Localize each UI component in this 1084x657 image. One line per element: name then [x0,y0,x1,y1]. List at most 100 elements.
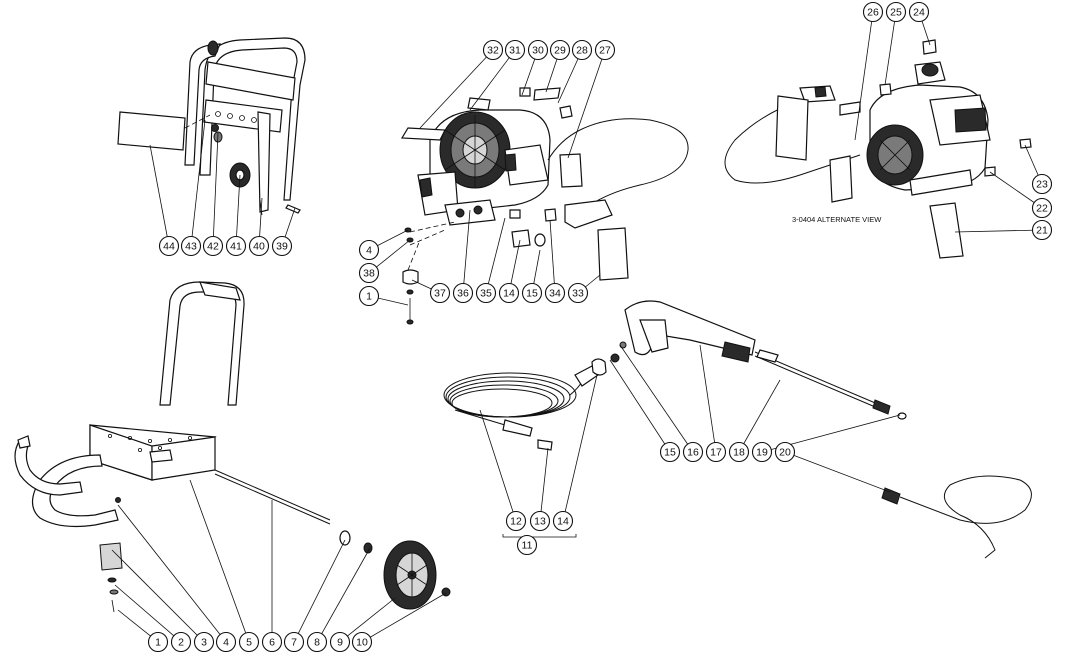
leader-line-12 [479,409,517,522]
leader-line-21 [954,229,1043,233]
callout-number: 20 [779,447,791,459]
callout-44: 44 [158,235,180,257]
callout-circle [552,510,574,532]
callout-circle [452,282,474,304]
callout-number: 43 [185,241,197,253]
callout-40: 40 [248,235,270,257]
callout-10: 10 [351,631,373,653]
leader-line-7 [293,539,346,643]
callout-32: 32 [482,39,504,61]
callout-38: 38 [358,262,380,284]
leader-line-8 [316,547,371,643]
callout-number: 15 [664,447,676,459]
callout-25: 25 [885,1,907,23]
leader-line-26 [854,11,874,141]
leader-line-44 [149,144,170,247]
leader-line-14 [562,374,598,522]
callout-18: 18 [728,441,750,463]
callout-circle [908,1,930,23]
alternate-view-label: 3-0404 ALTERNATE VIEW [792,215,882,224]
callout-number: 14 [503,288,515,300]
callout-41: 41 [225,235,247,257]
pump-motor-assembly [400,87,689,325]
alternate-view-assembly: 3-0404 ALTERNATE VIEW [724,39,1032,259]
callout-15: 15 [659,441,681,463]
callout-3: 3 [193,631,215,653]
callout-31: 31 [504,39,526,61]
callout-5: 5 [238,631,260,653]
callout-circle [482,39,504,61]
callout-37: 37 [429,282,451,304]
callout-26: 26 [862,1,884,23]
callout-number: 8 [314,637,320,649]
callout-number: 26 [867,7,879,19]
callout-20: 20 [774,441,796,463]
callout-2: 2 [170,631,192,653]
callout-circle [682,441,704,463]
callout-1: 1 [358,285,380,307]
callout-9: 9 [329,631,351,653]
leader-line-35 [485,217,506,294]
leader-line-10 [361,592,447,643]
callout-23: 23 [1031,173,1053,195]
callout-circle [549,39,571,61]
callout-circle [1031,219,1053,241]
callout-circle [516,534,538,556]
leader-line-36 [462,209,471,294]
callout-circle [504,39,526,61]
callout-19: 19 [751,441,773,463]
callout-circle [158,235,180,257]
hose-assembly [443,341,627,451]
callout-1: 1 [147,631,169,653]
callout-number: 15 [526,288,538,300]
callout-circle [358,262,380,284]
callout-30: 30 [527,39,549,61]
callout-circle [521,282,543,304]
callout-14: 14 [552,510,574,532]
leader-line-31 [469,49,516,111]
callout-circle [862,1,884,23]
callout-number: 3 [201,637,207,649]
callout-number: 9 [337,637,343,649]
callout-39: 39 [271,235,293,257]
callout-15: 15 [521,282,543,304]
callout-circle [567,282,589,304]
frame-assembly [14,281,451,613]
callout-43: 43 [180,235,202,257]
callout-number: 44 [163,241,175,253]
callout-number: 5 [246,637,252,649]
callout-number: 21 [1036,225,1048,237]
callout-number: 37 [434,288,446,300]
callout-number: 12 [510,516,522,528]
callout-number: 36 [457,288,469,300]
leader-line-9 [339,597,396,643]
callout-number: 25 [890,7,902,19]
callout-circle [475,282,497,304]
callout-4: 4 [215,631,237,653]
callout-number: 4 [223,637,229,649]
callout-34: 34 [544,282,566,304]
handle-assembly [117,37,306,216]
leader-line-5 [189,479,250,643]
callout-35: 35 [475,282,497,304]
callout-4: 4 [358,239,380,261]
callout-13: 13 [529,510,551,532]
callout-number: 11 [522,540,533,552]
callout-number: 7 [291,637,297,649]
leader-line-41 [235,174,241,247]
callout-number: 13 [534,516,546,528]
callout-number: 2 [178,637,184,649]
leader-line-32 [419,49,494,129]
remote-cable [881,475,1032,559]
callout-11-bracket [502,534,577,538]
leader-line-34 [549,219,556,294]
callout-number: 29 [554,45,566,57]
callout-29: 29 [549,39,571,61]
callout-circle [529,510,551,532]
callout-number: 40 [253,241,265,253]
callout-8: 8 [306,631,328,653]
callout-circle [429,282,451,304]
callout-17: 17 [705,441,727,463]
callout-circle [527,39,549,61]
